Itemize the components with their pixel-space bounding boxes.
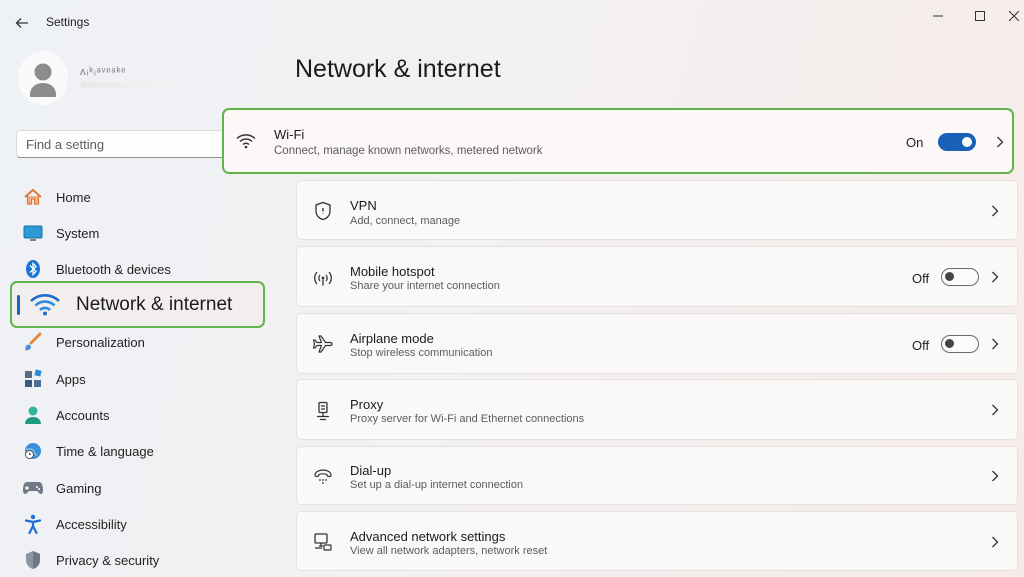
active-indicator xyxy=(17,295,20,315)
airplane-state-label: Off xyxy=(912,338,930,353)
sidebar-item-label: Accounts xyxy=(56,407,110,423)
bluetooth-icon xyxy=(22,258,44,280)
hotspot-icon xyxy=(311,266,335,290)
chevron-right-icon xyxy=(989,403,1001,417)
chevron-right-icon xyxy=(989,270,1001,284)
user-avatar-icon xyxy=(30,63,56,97)
sidebar-item-system[interactable]: System xyxy=(16,216,278,250)
title-bar xyxy=(0,0,1024,44)
advanced-network-card[interactable]: Advanced network settings View all netwo… xyxy=(296,511,1018,571)
app-title: Settings xyxy=(46,15,90,29)
sidebar-item-label: Time & language xyxy=(56,443,154,459)
card-subtitle: Connect, manage known networks, metered … xyxy=(274,145,543,157)
dialup-card[interactable]: Dial-up Set up a dial-up internet connec… xyxy=(296,446,1018,505)
proxy-card[interactable]: Proxy Proxy server for Wi-Fi and Etherne… xyxy=(296,379,1018,440)
sidebar-item-label: Personalization xyxy=(56,334,145,350)
toggle-knob xyxy=(945,339,954,348)
close-icon xyxy=(1009,11,1019,21)
dialup-icon xyxy=(311,464,335,488)
sidebar-item-personalization[interactable]: Personalization xyxy=(16,325,278,359)
wifi-state-label: On xyxy=(906,135,924,150)
system-icon xyxy=(22,222,44,244)
sidebar-item-home[interactable]: Home xyxy=(16,180,278,214)
home-icon xyxy=(22,186,44,208)
minimize-button[interactable] xyxy=(924,8,952,24)
sidebar-item-label: Privacy & security xyxy=(56,552,160,568)
advanced-network-icon xyxy=(311,530,335,554)
card-subtitle: Add, connect, manage xyxy=(350,215,461,227)
sidebar-item-network[interactable]: Network & internet xyxy=(10,281,265,328)
sidebar-item-bluetooth[interactable]: Bluetooth & devices xyxy=(16,252,278,286)
card-title: Proxy xyxy=(350,397,384,412)
sidebar-item-privacy-security[interactable]: Privacy & security xyxy=(16,543,278,577)
globe-clock-icon xyxy=(22,440,44,462)
toggle-knob xyxy=(962,137,972,147)
shield-icon xyxy=(22,549,44,571)
avatar[interactable] xyxy=(18,51,68,105)
chevron-right-icon xyxy=(989,535,1001,549)
sidebar-item-accounts[interactable]: Accounts xyxy=(16,398,278,432)
sidebar-item-gaming[interactable]: Gaming xyxy=(16,471,278,505)
sidebar-item-label: System xyxy=(56,225,100,241)
maximize-button[interactable] xyxy=(966,8,994,24)
hotspot-toggle[interactable] xyxy=(941,268,979,286)
card-subtitle: Stop wireless communication xyxy=(350,347,493,359)
card-title: VPN xyxy=(350,198,377,213)
card-subtitle: Proxy server for Wi-Fi and Ethernet conn… xyxy=(350,413,585,425)
chevron-right-icon xyxy=(989,337,1001,351)
sidebar-item-label: Home xyxy=(56,189,91,205)
accounts-icon xyxy=(22,404,44,426)
card-title: Airplane mode xyxy=(350,331,434,346)
accessibility-icon xyxy=(22,513,44,535)
card-subtitle: View all network adapters, network reset xyxy=(350,545,548,557)
card-title: Dial-up xyxy=(350,463,392,478)
toggle-knob xyxy=(945,272,954,281)
gamepad-icon xyxy=(22,477,44,499)
proxy-icon xyxy=(311,399,335,423)
sidebar-item-apps[interactable]: Apps xyxy=(16,362,278,396)
card-title: Wi-Fi xyxy=(274,127,305,142)
sidebar-item-time-language[interactable]: Time & language xyxy=(16,434,278,468)
card-subtitle: Share your internet connection xyxy=(350,280,500,292)
maximize-icon xyxy=(975,11,985,21)
wifi-icon xyxy=(30,293,60,317)
airplane-icon xyxy=(311,332,335,356)
close-button[interactable] xyxy=(1000,8,1024,24)
back-arrow-icon xyxy=(15,18,28,28)
page-title: Network & internet xyxy=(295,55,501,83)
minimize-icon xyxy=(933,15,943,17)
wifi-toggle[interactable] xyxy=(938,133,976,151)
hotspot-state-label: Off xyxy=(912,271,930,286)
airplane-toggle[interactable] xyxy=(941,335,979,353)
card-subtitle: Set up a dial-up internet connection xyxy=(350,479,524,491)
vpn-card[interactable]: VPN Add, connect, manage xyxy=(296,180,1018,240)
apps-icon xyxy=(22,368,44,390)
chevron-right-icon xyxy=(994,135,1006,149)
sidebar-item-label: Bluetooth & devices xyxy=(56,261,171,277)
paintbrush-icon xyxy=(22,331,44,353)
card-title: Mobile hotspot xyxy=(350,264,435,279)
card-title: Advanced network settings xyxy=(350,529,506,544)
sidebar-item-accessibility[interactable]: Accessibility xyxy=(16,507,278,541)
sidebar-item-label: Apps xyxy=(56,371,86,387)
sidebar-item-label: Network & internet xyxy=(76,293,233,315)
vpn-shield-icon xyxy=(311,199,335,223)
user-name: ᴧᵢᵏᵢᵃᵛᵉᵃᵏᵉ xyxy=(80,66,127,78)
chevron-right-icon xyxy=(989,204,1001,218)
chevron-right-icon xyxy=(989,469,1001,483)
back-button[interactable] xyxy=(10,12,34,34)
wifi-icon xyxy=(234,129,258,153)
user-account-email xyxy=(80,82,170,88)
sidebar-item-label: Gaming xyxy=(56,480,102,496)
airplane-mode-card[interactable]: Airplane mode Stop wireless communicatio… xyxy=(296,313,1018,374)
wifi-card[interactable]: Wi-Fi Connect, manage known networks, me… xyxy=(222,108,1014,174)
sidebar-item-label: Accessibility xyxy=(56,516,127,532)
mobile-hotspot-card[interactable]: Mobile hotspot Share your internet conne… xyxy=(296,246,1018,307)
